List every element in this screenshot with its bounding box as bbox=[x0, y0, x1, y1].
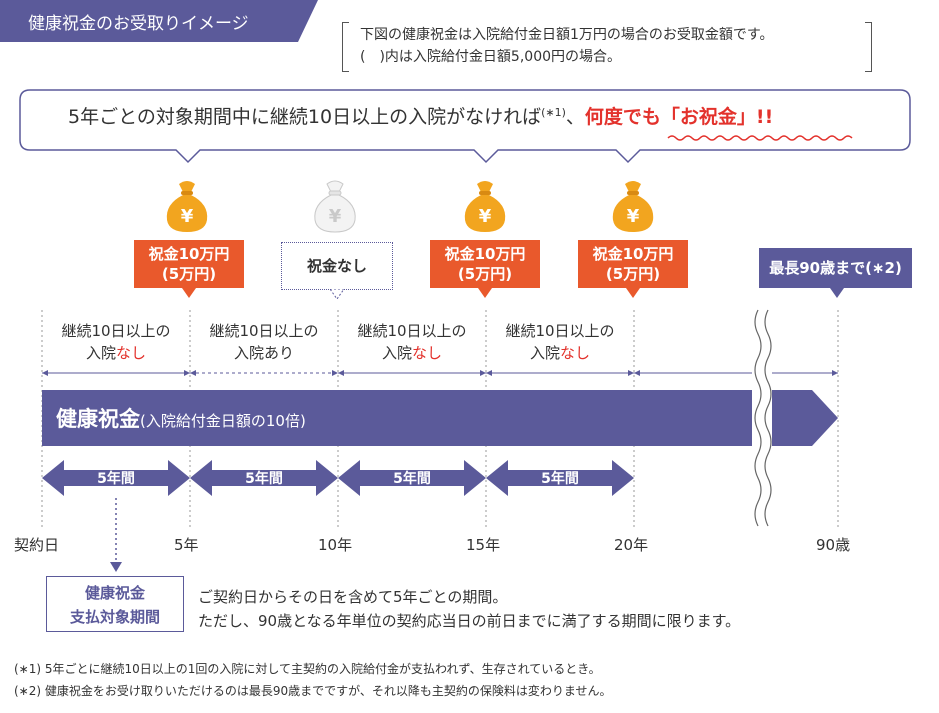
no-bonus-pointer bbox=[330, 289, 344, 299]
span-label: 5年間 bbox=[541, 471, 579, 487]
legend-description: ご契約日からその日を含めて5年ごとの期間。 ただし、90歳となる年単位の契約応当… bbox=[198, 585, 740, 633]
tick-contract-date: 契約日 bbox=[14, 536, 60, 554]
bonus-label-1: 祝金10万円 (5万円) bbox=[134, 240, 244, 288]
callout-text: 5年ごとの対象期間中に継続10日以上の入院がなければ(∗1)、何度でも「お祝金」… bbox=[68, 102, 773, 129]
tick-90: 90歳 bbox=[816, 536, 851, 554]
tick-5y: 5年 bbox=[174, 536, 199, 554]
tick-10y: 10年 bbox=[318, 536, 353, 554]
tick-15y: 15年 bbox=[466, 536, 501, 554]
yen-bag-icon: ¥ bbox=[612, 181, 654, 232]
svg-text:¥: ¥ bbox=[479, 206, 492, 227]
period-hospital: 入院 bbox=[85, 344, 116, 362]
callout-main: 5年ごとの対象期間中に継続10日以上の入院がなければ bbox=[68, 106, 542, 128]
legend-line-1: 健康祝金 bbox=[84, 584, 145, 602]
period-1: 継続10日以上の 入院なし bbox=[42, 320, 190, 364]
section-title: 健康祝金のお受取りイメージ bbox=[28, 14, 249, 34]
note-bracket-right bbox=[865, 22, 872, 72]
max-age-label: 最長90歳まで(∗2) bbox=[759, 248, 912, 288]
span-label: 5年間 bbox=[245, 471, 283, 487]
svg-text:¥: ¥ bbox=[627, 206, 640, 227]
bonus-amount-half: (5万円) bbox=[457, 265, 513, 283]
period-condition: 継続10日以上の bbox=[61, 322, 171, 340]
period-4: 継続10日以上の 入院なし bbox=[486, 320, 634, 364]
bonus-amount-half: (5万円) bbox=[161, 265, 217, 283]
svg-text:¥: ¥ bbox=[181, 206, 194, 227]
highlight-squiggle bbox=[667, 135, 853, 141]
bonus-pointer bbox=[182, 288, 196, 298]
callout-frame bbox=[19, 89, 911, 164]
max-age-pointer bbox=[830, 288, 844, 298]
period-hospital: 入院あり bbox=[233, 344, 294, 362]
legend-desc-2: ただし、90歳となる年単位の契約応当日の前日までに満了する期間に限ります。 bbox=[198, 612, 741, 630]
legend-line-2: 支払対象期間 bbox=[69, 608, 160, 626]
period-none: なし bbox=[412, 344, 443, 362]
bonus-pointer bbox=[626, 288, 640, 298]
footnote-1: (∗1) 5年ごとに継続10日以上の1回の入院に対して主契約の入院給付金が支払わ… bbox=[14, 662, 601, 676]
svg-text:¥: ¥ bbox=[329, 206, 342, 227]
main-bar-subtitle: (入院給付金日額の10倍) bbox=[140, 412, 306, 430]
five-year-arrows bbox=[42, 460, 634, 496]
bonus-amount-half: (5万円) bbox=[605, 265, 661, 283]
main-benefit-arrow bbox=[42, 390, 838, 446]
main-bar-title: 健康祝金 bbox=[56, 407, 140, 431]
note-line-1: 下図の健康祝金は入院給付金日額1万円の場合のお受取金額です。 bbox=[360, 27, 774, 43]
footnote-2: (∗2) 健康祝金をお受け取りいただけるのは最長90歳までですが、それ以降も主契… bbox=[14, 684, 612, 698]
period-2: 継続10日以上の 入院あり bbox=[190, 320, 338, 364]
yen-bag-icon: ¥ bbox=[166, 181, 208, 232]
period-condition: 継続10日以上の bbox=[209, 322, 319, 340]
payment-period-legend: 健康祝金 支払対象期間 bbox=[46, 576, 184, 632]
amount-note: 下図の健康祝金は入院給付金日額1万円の場合のお受取金額です。 ( )内は入院給付… bbox=[342, 22, 872, 72]
period-none: なし bbox=[560, 344, 591, 362]
main-bar-label: 健康祝金(入院給付金日額の10倍) bbox=[56, 403, 306, 433]
period-none: なし bbox=[116, 344, 147, 362]
span-label: 5年間 bbox=[393, 471, 431, 487]
period-condition: 継続10日以上の bbox=[357, 322, 467, 340]
tick-20y: 20年 bbox=[614, 536, 649, 554]
callout-highlight: 何度でも「お祝金」!! bbox=[584, 106, 774, 128]
span-label: 5年間 bbox=[97, 471, 135, 487]
callout-comma: 、 bbox=[565, 106, 585, 128]
period-3: 継続10日以上の 入院なし bbox=[338, 320, 486, 364]
note-bracket-left bbox=[342, 22, 349, 72]
headline-callout: 5年ごとの対象期間中に継続10日以上の入院がなければ(∗1)、何度でも「お祝金」… bbox=[19, 89, 911, 164]
section-title-tab: 健康祝金のお受取りイメージ bbox=[0, 0, 318, 42]
period-hospital: 入院 bbox=[381, 344, 412, 362]
bonus-label-4: 祝金10万円 (5万円) bbox=[578, 240, 688, 288]
callout-footnote-ref: (∗1) bbox=[541, 106, 566, 119]
note-line-2: ( )内は入院給付金日額5,000円の場合。 bbox=[360, 49, 622, 65]
bonus-amount: 祝金10万円 bbox=[148, 245, 230, 263]
period-condition: 継続10日以上の bbox=[505, 322, 615, 340]
legend-desc-1: ご契約日からその日を含めて5年ごとの期間。 bbox=[198, 588, 508, 606]
yen-bag-outline-icon: ¥ bbox=[314, 180, 356, 233]
period-hospital: 入院 bbox=[529, 344, 560, 362]
bonus-label-3: 祝金10万円 (5万円) bbox=[430, 240, 540, 288]
title-tab-shape bbox=[0, 0, 318, 42]
bonus-amount: 祝金10万円 bbox=[444, 245, 526, 263]
bonus-amount: 祝金10万円 bbox=[592, 245, 674, 263]
period-range-line bbox=[42, 370, 838, 376]
yen-bag-icon: ¥ bbox=[464, 181, 506, 232]
tick-guides bbox=[41, 310, 839, 528]
bonus-pointer bbox=[478, 288, 492, 298]
